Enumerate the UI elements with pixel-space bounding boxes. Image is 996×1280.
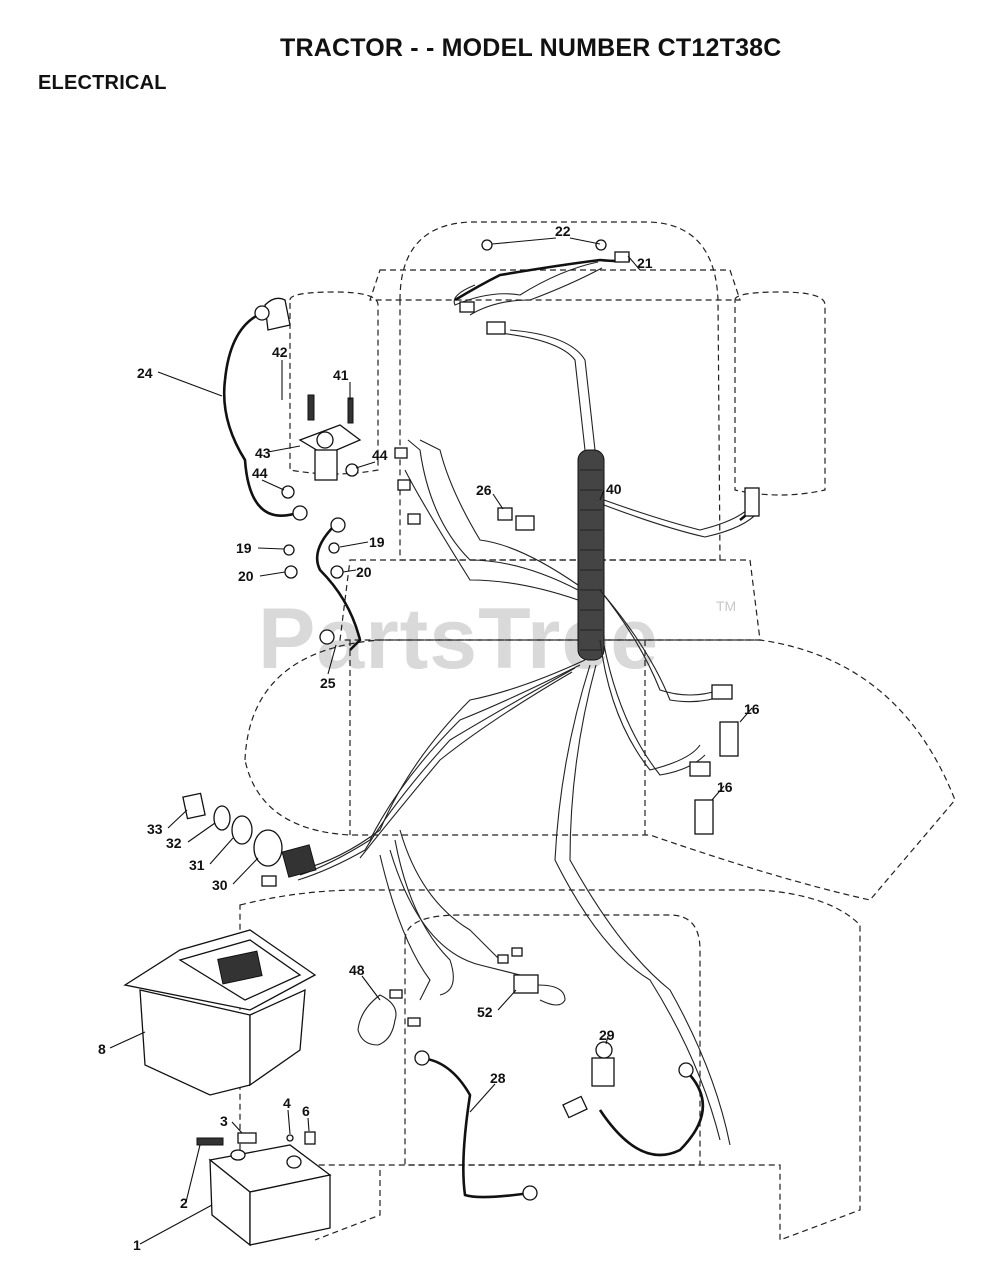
solenoid-assembly	[264, 297, 362, 579]
diode-52	[513, 974, 539, 994]
switch-30	[253, 829, 283, 867]
page-title: TRACTOR - - MODEL NUMBER CT12T38C	[280, 34, 782, 62]
bolt-2	[196, 1137, 224, 1146]
callout-41: 41	[333, 367, 349, 383]
pto-switch-connector	[739, 487, 760, 522]
terminal-3	[237, 1132, 257, 1144]
callout-6: 6	[302, 1103, 310, 1119]
connector-26a	[497, 507, 513, 521]
callout-8: 8	[98, 1041, 106, 1057]
bulb-socket	[614, 251, 630, 263]
callout-22: 22	[555, 223, 571, 239]
callout-42: 42	[272, 344, 288, 360]
callout-28: 28	[490, 1070, 506, 1086]
battery	[196, 1131, 332, 1247]
cables	[222, 305, 705, 1201]
relay-29	[591, 1057, 615, 1087]
callout-19b: 19	[369, 534, 385, 550]
watermark-tm: TM	[716, 598, 737, 614]
callout-33: 33	[147, 821, 163, 837]
ignition-switch	[182, 792, 317, 887]
harness-loop-48	[357, 994, 397, 1046]
callout-3: 3	[220, 1113, 228, 1129]
bezel-31	[231, 815, 253, 845]
callout-20b: 20	[356, 564, 372, 580]
callout-52: 52	[477, 1004, 493, 1020]
callout-20a: 20	[238, 568, 254, 584]
headlight-harness	[454, 239, 631, 335]
section-title: ELECTRICAL	[38, 72, 167, 94]
callout-1: 1	[133, 1237, 141, 1253]
leader-lines	[109, 237, 753, 1245]
bulb-left	[481, 239, 493, 251]
key-33	[182, 792, 206, 820]
callout-44a: 44	[252, 465, 268, 481]
connectors	[394, 447, 739, 964]
misc-parts	[357, 974, 615, 1119]
callout-26: 26	[476, 482, 492, 498]
connector-16b	[694, 799, 714, 835]
battery-box	[123, 929, 317, 1096]
washer-4	[286, 1134, 294, 1142]
callout-30: 30	[212, 877, 228, 893]
callout-40: 40	[606, 481, 622, 497]
callout-19a: 19	[236, 540, 252, 556]
callout-25: 25	[320, 675, 336, 691]
callout-24: 24	[137, 365, 153, 381]
connector-16a	[719, 721, 739, 757]
callout-29: 29	[599, 1027, 615, 1043]
callout-4: 4	[283, 1095, 291, 1111]
callout-16a: 16	[744, 701, 760, 717]
boot-42	[264, 297, 291, 331]
callout-48: 48	[349, 962, 365, 978]
callout-43: 43	[255, 445, 271, 461]
harness-coil	[577, 449, 605, 661]
main-harness	[297, 261, 759, 1146]
callout-31: 31	[189, 857, 205, 873]
connector-26b	[515, 515, 535, 531]
harness-plug	[486, 321, 506, 335]
tractor-outline	[239, 221, 956, 1241]
callout-32: 32	[166, 835, 182, 851]
callout-21: 21	[637, 255, 653, 271]
callout-2: 2	[180, 1195, 188, 1211]
callout-44b: 44	[372, 447, 388, 463]
callout-16b: 16	[717, 779, 733, 795]
callout-numbers: 22 21 42 24 41 43 44 44 40 26 19 19 20 2…	[98, 223, 760, 1253]
nut-32	[213, 805, 231, 831]
bulb-right	[595, 239, 607, 251]
nut-6	[304, 1131, 316, 1145]
